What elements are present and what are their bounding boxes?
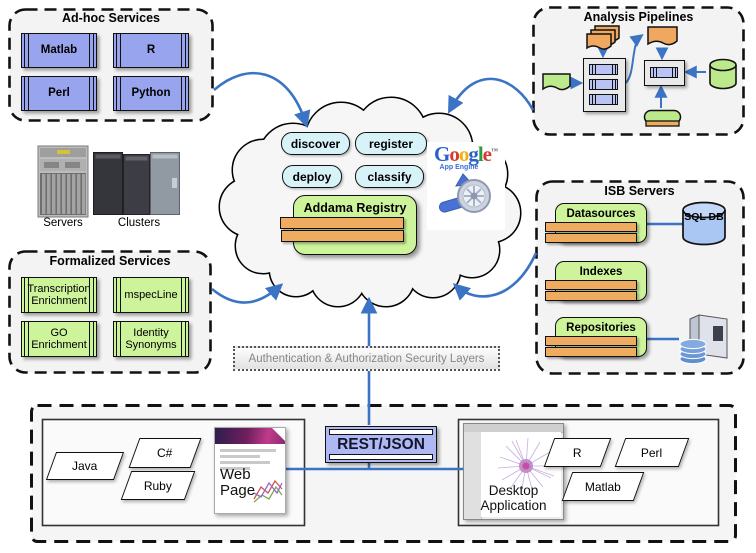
google-app-engine-logo: Google™ App Engine — [427, 142, 505, 230]
pipeline-queue-icon — [644, 60, 685, 86]
desktop-app-canvas — [481, 432, 561, 517]
app-engine-label: App Engine — [439, 164, 479, 171]
desktop-app-label: Desktop Application — [480, 483, 547, 514]
component-go-enrichment: GO Enrichment — [21, 321, 97, 357]
repository-store-icon — [675, 310, 733, 371]
repositories-bar-2 — [545, 347, 637, 357]
registry-bar-2 — [281, 230, 404, 242]
pill-deploy: deploy — [282, 165, 342, 188]
registry-bar-1 — [280, 217, 404, 229]
web-page-header — [215, 428, 285, 444]
component-mspecline: mspecLine — [113, 277, 189, 313]
datasources-bar-2 — [545, 233, 637, 243]
adhoc-services-title: Ad-hoc Services — [62, 11, 160, 25]
pill-classify: classify — [355, 165, 424, 188]
addama-registry-label: Addama Registry — [303, 201, 407, 215]
sql-db-cylinder: SQL DB — [680, 200, 728, 247]
arrow-adhoc-to-cloud — [213, 71, 311, 129]
analysis-pipelines-title: Analysis Pipelines — [583, 10, 694, 24]
pill-discover: discover — [281, 132, 350, 155]
component-identity-synonyms: Identity Synonyms — [113, 321, 189, 357]
arrow-isb-to-cloud — [452, 252, 538, 301]
green-doc-icon — [542, 73, 572, 100]
formalized-services-title: Formalized Services — [49, 254, 171, 268]
lang-java: Java — [45, 452, 125, 480]
auth-security-bar: Authentication & Authorization Security … — [233, 346, 500, 371]
google-wordmark: Google™ — [433, 142, 498, 166]
rest-json-bus: REST/JSON — [325, 426, 437, 463]
web-page-label: Web Page — [220, 465, 256, 499]
pill-register: register — [355, 132, 427, 155]
indexes-bar-2 — [545, 291, 637, 301]
clusters-caption: Clusters — [117, 217, 161, 229]
repositories-bar-1 — [545, 336, 637, 346]
servers-caption: Servers — [43, 217, 83, 229]
datasources-bar-1 — [545, 222, 637, 232]
lang-r: R — [543, 438, 612, 467]
desktop-app-thumbnail: Desktop Application — [463, 423, 564, 520]
component-r: R — [113, 33, 189, 68]
lang-csharp: C# — [128, 438, 202, 468]
component-matlab: Matlab — [21, 33, 97, 68]
component-python: Python — [113, 76, 189, 111]
servers-photo — [37, 145, 89, 223]
component-transcription-enrichment: Transcription Enrichment — [21, 277, 97, 313]
pipeline-arrows — [570, 34, 706, 108]
sql-db-label: SQL DB — [684, 211, 724, 223]
isb-lines — [647, 222, 684, 341]
pipeline-stack-icon — [583, 58, 626, 112]
arrow-pipelines-to-cloud — [447, 77, 535, 114]
lang-ruby: Ruby — [120, 471, 196, 500]
web-page-chart — [253, 479, 283, 503]
orange-docs-icon — [586, 25, 622, 59]
orange-doc-icon — [647, 26, 679, 55]
isb-servers-title: ISB Servers — [604, 184, 675, 198]
component-perl: Perl — [21, 76, 97, 111]
indexes-bar-1 — [545, 280, 637, 290]
lang-perl: Perl — [614, 438, 690, 467]
green-db-icon — [708, 58, 738, 95]
clusters-photo — [93, 150, 181, 221]
lang-matlab: Matlab — [561, 472, 645, 501]
web-page-thumbnail: Web Page — [214, 427, 286, 514]
arrow-formalized-to-cloud — [211, 283, 284, 304]
app-engine-icon — [438, 173, 491, 213]
green-drum-icon — [643, 109, 682, 134]
